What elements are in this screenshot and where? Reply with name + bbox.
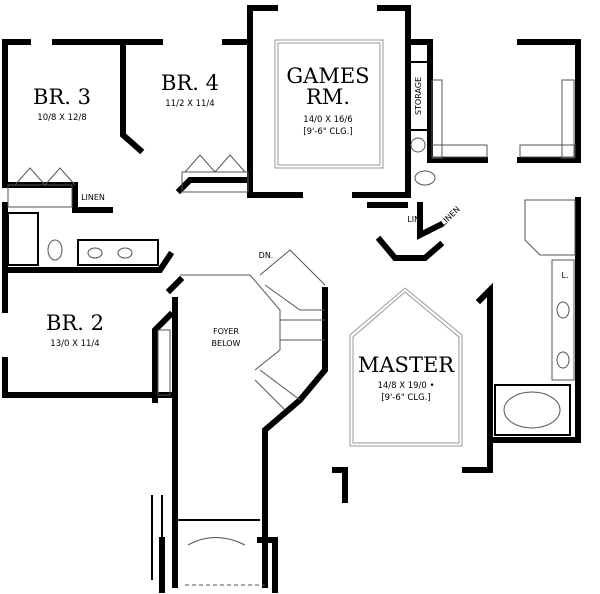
foyer-label-2: BELOW	[212, 339, 241, 348]
linen-label-right: LINEN	[439, 205, 462, 228]
games-room-ceiling-outline	[274, 39, 384, 169]
water-heater-icon	[410, 137, 426, 153]
toilet-icon	[47, 239, 63, 261]
master-name: MASTER	[358, 353, 455, 377]
fixtures	[7, 137, 576, 436]
dn-label: DN.	[259, 251, 274, 260]
br3-name: BR. 3	[33, 85, 91, 109]
master-ceiling-outline	[349, 287, 463, 447]
bathtub-br	[7, 212, 39, 266]
storage-closet	[409, 61, 431, 131]
games-name-2: RM.	[306, 85, 350, 109]
br2-dims: 13/0 X 11/4	[50, 339, 99, 349]
master-ceiling-outline-inner	[352, 291, 460, 444]
br4-name: BR. 4	[161, 71, 219, 95]
toilet-icon-master	[414, 170, 436, 186]
br3-dims: 10/8 X 12/8	[37, 113, 86, 123]
staircase	[180, 249, 326, 411]
storage-label: STORAGE	[414, 77, 423, 115]
room-labels: BR. 3 10/8 X 12/8 BR. 4 11/2 X 11/4 GAME…	[33, 64, 568, 403]
games-ceiling: [9'-6" CLG.]	[303, 127, 352, 137]
foyer-label-1: FOYER	[213, 327, 239, 336]
vanity	[77, 239, 159, 266]
br4-dims: 11/2 X 11/4	[165, 99, 214, 109]
master-dims: 14/8 X 19/0 •	[377, 381, 434, 391]
games-dims: 14/0 X 16/6	[303, 115, 352, 125]
lin-label: LIN.	[407, 215, 422, 224]
master-tub	[494, 384, 571, 436]
br2-name: BR. 2	[46, 311, 104, 335]
closet-hatches	[7, 79, 576, 396]
l-label: L.	[562, 271, 569, 280]
master-ceiling: [9'-6" CLG.]	[381, 393, 430, 403]
shower	[524, 199, 576, 256]
games-room-ceiling-outline-inner	[277, 42, 381, 166]
linen-label-left: LINEN	[81, 193, 105, 202]
games-name-1: GAMES	[286, 64, 369, 88]
master-vanity	[551, 259, 575, 381]
